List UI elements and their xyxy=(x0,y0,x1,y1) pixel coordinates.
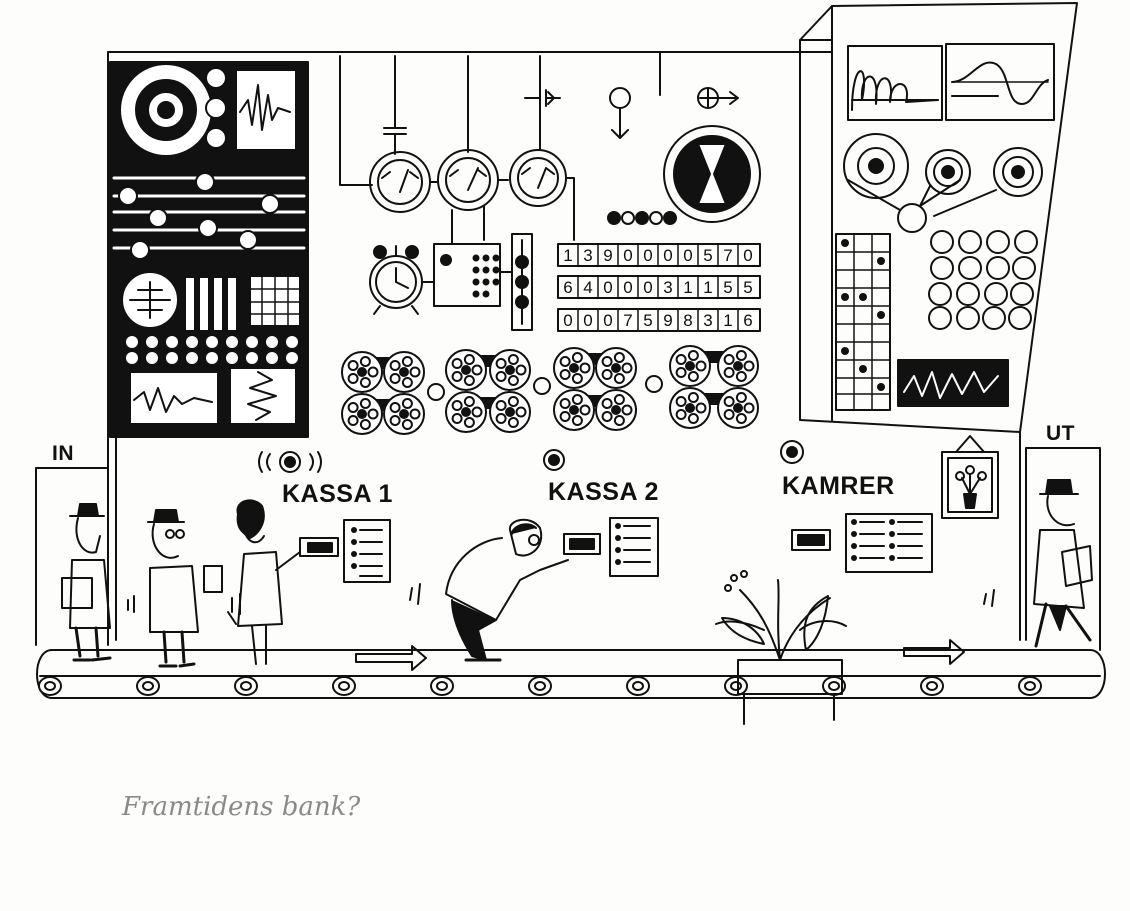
tape-reel-icon xyxy=(489,349,531,391)
tape-reel-icon xyxy=(717,345,759,387)
tape-reel-icon xyxy=(383,351,425,393)
tape-reel-icon xyxy=(445,349,487,391)
keypad-device xyxy=(421,205,533,331)
tape-reel-icon xyxy=(595,389,637,431)
counter-digit: 5 xyxy=(703,246,712,265)
tape-reel-icon xyxy=(669,345,711,387)
conveyor-belt xyxy=(36,649,1106,699)
counter-digit: 0 xyxy=(643,246,652,265)
counter-digit: 0 xyxy=(623,278,632,297)
counter-digit: 9 xyxy=(663,311,672,330)
tape-reel-icon xyxy=(553,389,595,431)
gauges xyxy=(369,55,761,241)
conveyor-rollers xyxy=(38,676,1042,696)
conveyor-roller xyxy=(38,676,62,696)
left-control-panel xyxy=(109,61,309,438)
handwritten-caption: Framtidens bank? xyxy=(122,792,361,822)
counter-digit: 1 xyxy=(703,278,712,297)
speaker-icon xyxy=(543,449,565,471)
card-slot-kassa-2 xyxy=(563,517,659,577)
man-with-glasses xyxy=(147,509,241,668)
tape-reel-icon xyxy=(595,347,637,389)
card-slot-kassa-1 xyxy=(299,519,391,583)
conveyor-roller xyxy=(332,676,356,696)
conveyor-roller xyxy=(1018,676,1042,696)
counter-digit: 1 xyxy=(723,311,732,330)
tape-reel-icon xyxy=(717,387,759,429)
conveyor-roller xyxy=(724,676,748,696)
conveyor-roller xyxy=(920,676,944,696)
counter-digit: 0 xyxy=(583,311,592,330)
counter-digit: 6 xyxy=(563,278,572,297)
direction-arrow-icon xyxy=(903,639,965,665)
counter-digit: 8 xyxy=(683,311,692,330)
exit-sign: UT xyxy=(1046,422,1075,445)
counter-digit: 0 xyxy=(603,311,612,330)
direction-arrow-icon xyxy=(355,645,427,671)
tape-reel-icon xyxy=(383,393,425,435)
tape-reels xyxy=(341,345,759,435)
man-with-hat-waiting xyxy=(61,503,135,662)
counter-digit: 0 xyxy=(603,278,612,297)
man-leaving-exit xyxy=(983,479,1093,648)
right-control-panel xyxy=(835,43,1055,411)
counter-digit: 5 xyxy=(643,311,652,330)
tape-reel-icon xyxy=(669,387,711,429)
counter-digit: 0 xyxy=(743,246,752,265)
counter-digit: 3 xyxy=(663,278,672,297)
kamrer-sign: KAMRER xyxy=(782,472,895,500)
counter-digit: 1 xyxy=(563,246,572,265)
counter-digit: 0 xyxy=(643,278,652,297)
conveyor-roller xyxy=(430,676,454,696)
counter-digit: 7 xyxy=(723,246,732,265)
woman-at-kassa-1 xyxy=(227,499,301,665)
counter-digit: 3 xyxy=(583,246,592,265)
counter-digit: 0 xyxy=(683,246,692,265)
tape-reel-icon xyxy=(489,391,531,433)
conveyor-roller xyxy=(136,676,160,696)
counter-digit: 3 xyxy=(703,311,712,330)
tape-reel-icon xyxy=(553,347,595,389)
reel-links xyxy=(427,375,663,401)
kassa-2-sign: KASSA 2 xyxy=(548,478,659,506)
counter-digit: 0 xyxy=(623,246,632,265)
tape-reel-icon xyxy=(341,393,383,435)
counter-digit: 7 xyxy=(623,311,632,330)
counter-digit: 9 xyxy=(603,246,612,265)
conveyor-roller xyxy=(528,676,552,696)
tape-reel-icon xyxy=(445,391,487,433)
kassa-1-sign: KASSA 1 xyxy=(282,480,393,508)
alarm-clock-icon xyxy=(369,245,423,315)
counter-digit: 1 xyxy=(683,278,692,297)
counter-digit: 0 xyxy=(563,311,572,330)
framed-flower-picture xyxy=(941,435,999,519)
counter-digit: 5 xyxy=(723,278,732,297)
exit-door xyxy=(1025,447,1101,651)
speaker-icon xyxy=(258,451,322,473)
card-slot-kamrer xyxy=(791,513,933,573)
counter-frames xyxy=(557,243,761,332)
entrance-sign: IN xyxy=(52,442,74,465)
conveyor-roller xyxy=(626,676,650,696)
tape-reel-icon xyxy=(341,351,383,393)
entrance-door xyxy=(35,467,109,646)
man-bending-at-kassa-2 xyxy=(409,518,569,662)
counter-digit: 4 xyxy=(583,278,592,297)
speaker-icon xyxy=(780,440,804,464)
counter-digit: 5 xyxy=(743,278,752,297)
counter-digit: 0 xyxy=(663,246,672,265)
counter-digit: 6 xyxy=(743,311,752,330)
conveyor-roller xyxy=(234,676,258,696)
potted-plant xyxy=(715,570,847,725)
